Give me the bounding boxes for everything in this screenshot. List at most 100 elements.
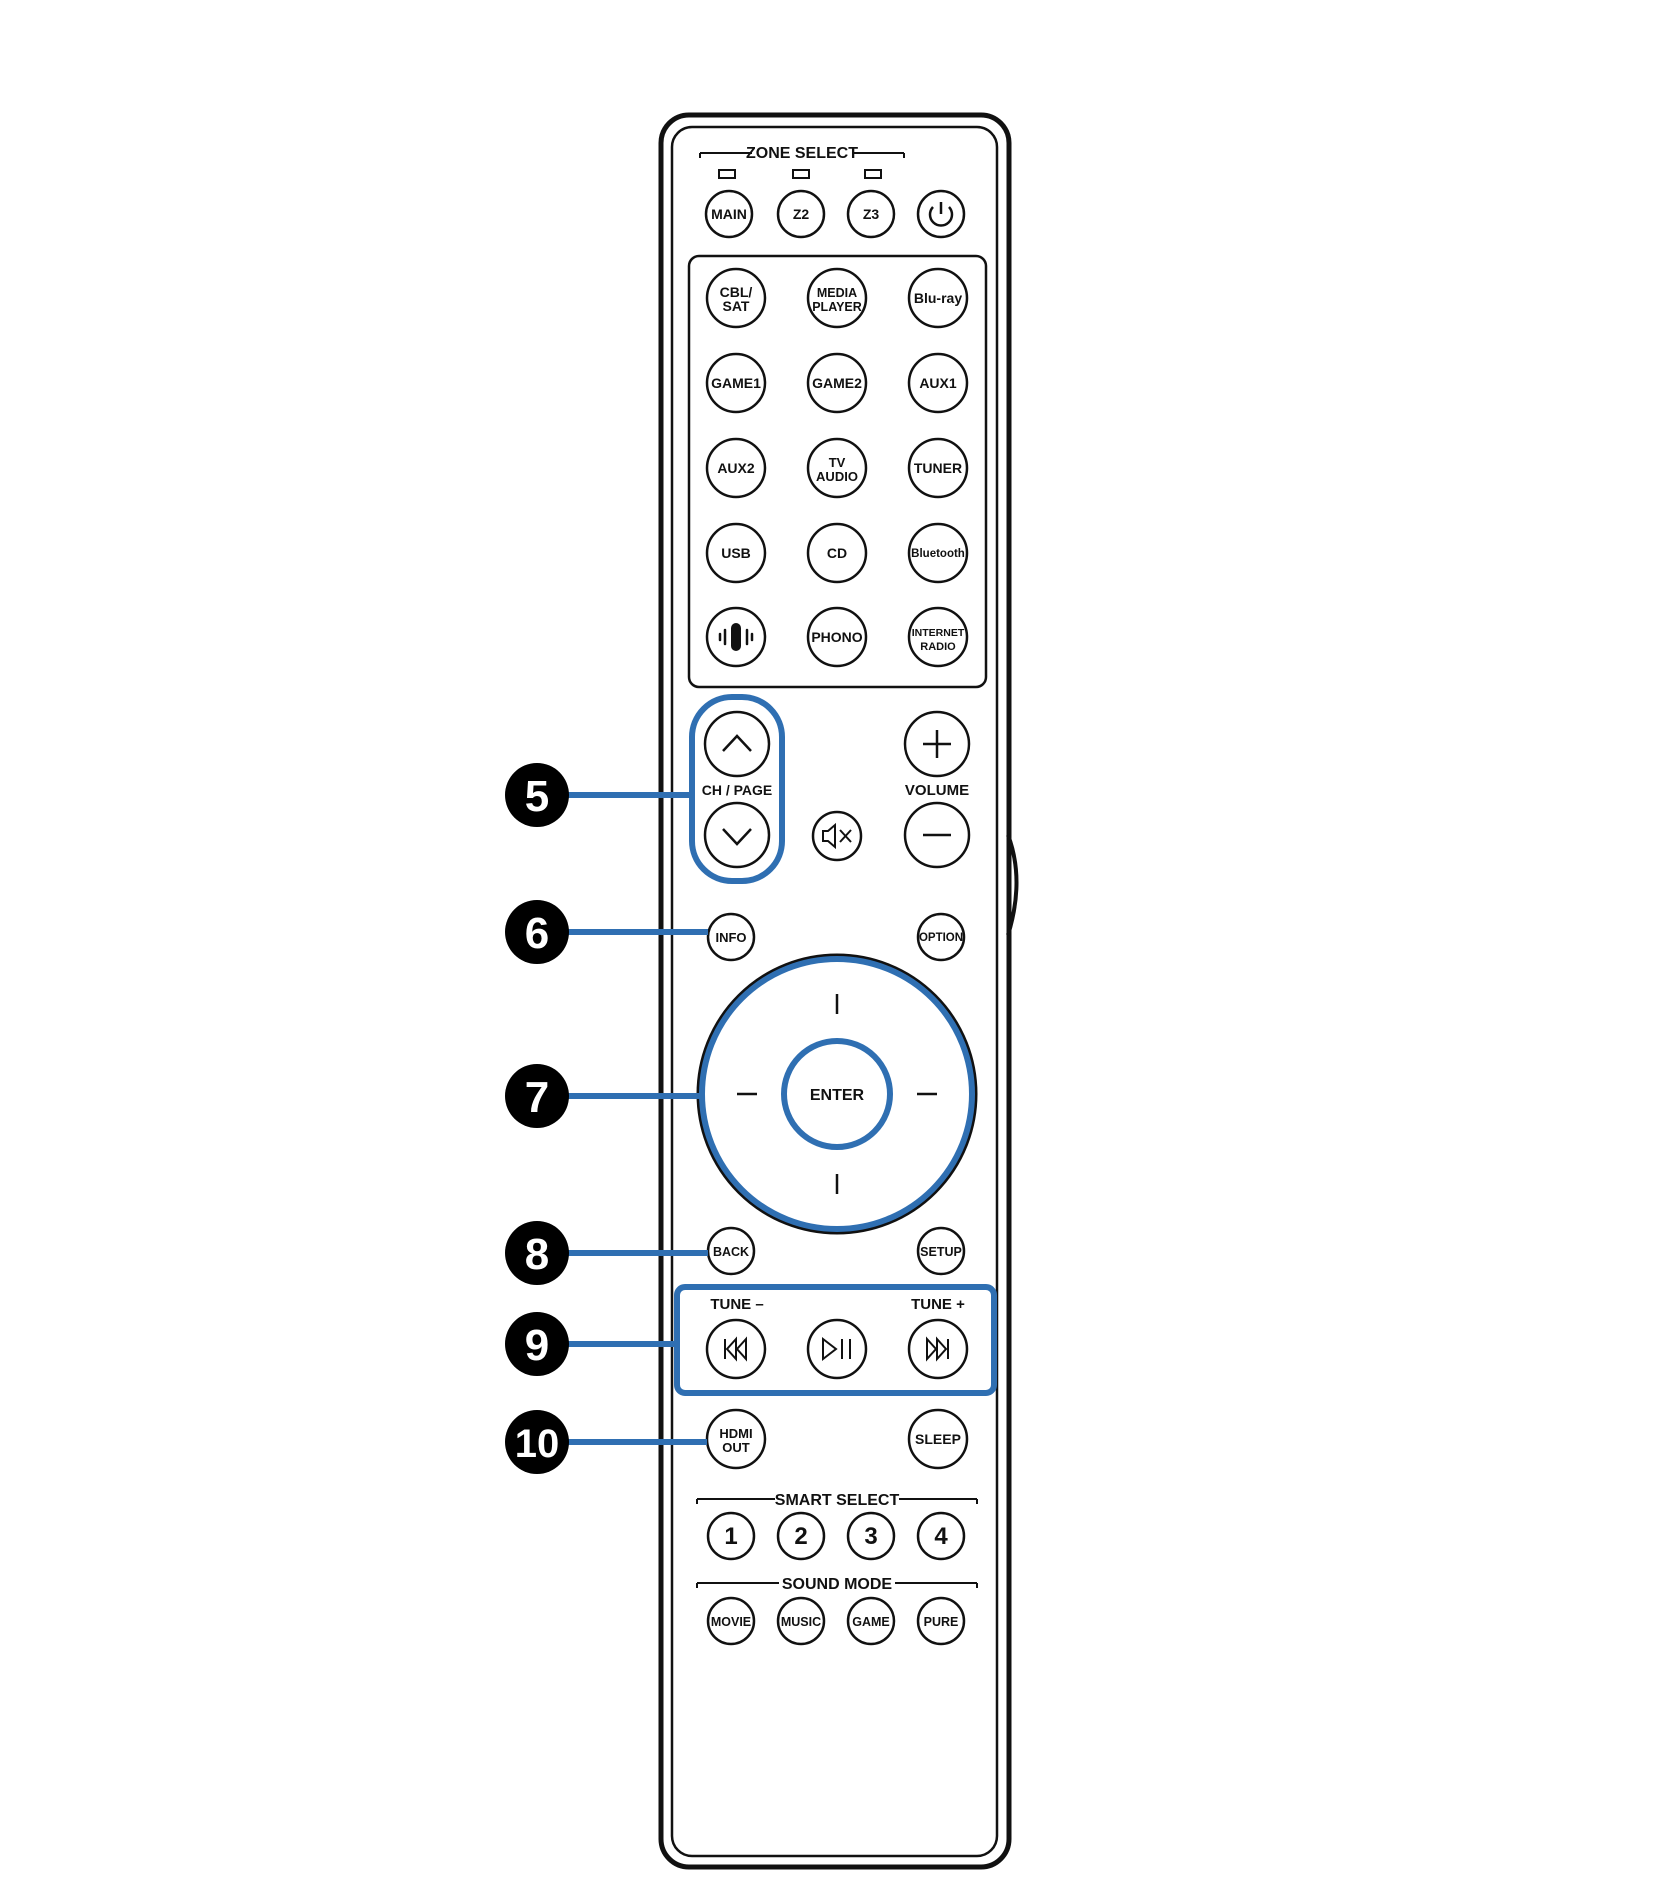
callout-10: 10 xyxy=(505,1410,707,1474)
enter-label: ENTER xyxy=(810,1087,865,1104)
callout-7-number: 7 xyxy=(525,1073,549,1122)
back-button[interactable]: BACK xyxy=(706,1226,756,1276)
tune-plus-label: TUNE + xyxy=(911,1296,965,1313)
cbl-sat-label-line1: CBL/ xyxy=(720,284,753,300)
sleep-button[interactable]: SLEEP xyxy=(907,1408,969,1470)
z3-button-label: Z3 xyxy=(863,206,880,222)
play-pause-button[interactable] xyxy=(806,1318,868,1380)
hdmi-out-label-line1: HDMI xyxy=(719,1426,752,1441)
side-volume-edge xyxy=(1006,834,1019,936)
tuner-label: TUNER xyxy=(914,460,962,476)
callout-8-number: 8 xyxy=(525,1230,549,1279)
bluray-button[interactable]: Blu-ray xyxy=(907,267,969,329)
heos-icon xyxy=(718,623,754,651)
media-player-label-line2: PLAYER xyxy=(812,300,862,314)
aux1-label: AUX1 xyxy=(919,375,957,391)
internet-radio-label-line2: RADIO xyxy=(920,641,956,653)
mute-icon xyxy=(822,822,852,850)
sleep-label: SLEEP xyxy=(915,1431,961,1447)
bluetooth-label: Bluetooth xyxy=(911,548,965,560)
zone-select-section: ZONE SELECT MAIN Z2 Z3 xyxy=(699,145,966,239)
z3-button[interactable]: Z3 xyxy=(846,189,896,239)
zone-select-title: ZONE SELECT xyxy=(746,145,858,162)
usb-button[interactable]: USB xyxy=(705,522,767,584)
chevron-down-icon xyxy=(722,828,752,846)
bluetooth-button[interactable]: Bluetooth xyxy=(907,522,969,584)
ch-page-callout-box xyxy=(689,694,785,884)
cursor-pad: ENTER xyxy=(696,953,978,1235)
game1-label: GAME1 xyxy=(711,375,761,391)
usb-label: USB xyxy=(721,545,751,561)
cbl-sat-button[interactable]: CBL/ SAT xyxy=(705,267,767,329)
enter-button[interactable]: ENTER xyxy=(781,1038,893,1150)
smart-select-1-button[interactable]: 1 xyxy=(706,1511,756,1561)
cd-button[interactable]: CD xyxy=(806,522,868,584)
option-button[interactable]: OPTION xyxy=(916,912,966,962)
ch-page-down-button[interactable] xyxy=(703,801,771,869)
power-icon xyxy=(928,202,954,227)
power-button[interactable] xyxy=(916,189,966,239)
media-player-label-line1: MEDIA xyxy=(817,286,857,300)
zone-z2-indicator xyxy=(792,169,810,179)
tv-audio-label-line1: TV xyxy=(829,455,846,470)
movie-label: MOVIE xyxy=(711,1615,751,1629)
tuner-button[interactable]: TUNER xyxy=(907,437,969,499)
callouts: 5 6 7 8 9 10 xyxy=(505,763,708,1474)
media-player-button[interactable]: MEDIA PLAYER xyxy=(806,267,868,329)
game-button[interactable]: GAME xyxy=(846,1596,896,1646)
tv-audio-button[interactable]: TV AUDIO xyxy=(806,437,868,499)
pure-button[interactable]: PURE xyxy=(916,1596,966,1646)
tune-minus-label: TUNE – xyxy=(710,1296,763,1313)
internet-radio-label-line1: INTERNET xyxy=(912,627,965,639)
hdmi-out-button[interactable]: HDMI OUT xyxy=(705,1408,767,1470)
callout-7: 7 xyxy=(505,1064,702,1128)
smart-select-2-button[interactable]: 2 xyxy=(776,1511,826,1561)
callout-9-number: 9 xyxy=(525,1321,549,1370)
callout-6-number: 6 xyxy=(525,909,549,958)
previous-button[interactable] xyxy=(705,1318,767,1380)
ch-page-label: CH / PAGE xyxy=(702,782,773,798)
aux2-label: AUX2 xyxy=(717,460,755,476)
setup-label: SETUP xyxy=(920,1245,962,1259)
zone-main-indicator xyxy=(718,169,736,179)
internet-radio-button[interactable]: INTERNET RADIO xyxy=(907,606,969,668)
back-label: BACK xyxy=(713,1245,749,1259)
z2-button[interactable]: Z2 xyxy=(776,189,826,239)
sound-mode-title: SOUND MODE xyxy=(782,1576,893,1593)
phono-button[interactable]: PHONO xyxy=(806,606,868,668)
callout-9: 9 xyxy=(505,1312,677,1376)
smart-select-3-button[interactable]: 3 xyxy=(846,1511,896,1561)
callout-8: 8 xyxy=(505,1221,708,1285)
playback-callout-box xyxy=(674,1284,997,1396)
hdmi-out-label-line2: OUT xyxy=(722,1440,750,1455)
game1-button[interactable]: GAME1 xyxy=(705,352,767,414)
main-button-label: MAIN xyxy=(711,206,747,222)
cd-label: CD xyxy=(827,545,847,561)
smart-select-1-label: 1 xyxy=(724,1523,737,1550)
music-button[interactable]: MUSIC xyxy=(776,1596,826,1646)
sound-mode-section: SOUND MODE MOVIE MUSIC GAME PURE xyxy=(696,1576,978,1646)
volume-down-button[interactable] xyxy=(903,801,971,869)
bluray-label: Blu-ray xyxy=(914,290,962,306)
mute-button[interactable] xyxy=(811,810,863,862)
aux1-button[interactable]: AUX1 xyxy=(907,352,969,414)
smart-select-4-button[interactable]: 4 xyxy=(916,1511,966,1561)
setup-button[interactable]: SETUP xyxy=(916,1226,966,1276)
main-button[interactable]: MAIN xyxy=(704,189,754,239)
smart-select-4-label: 4 xyxy=(934,1523,948,1550)
game-label: GAME xyxy=(852,1615,890,1629)
volume-up-button[interactable] xyxy=(903,710,971,778)
movie-button[interactable]: MOVIE xyxy=(706,1596,756,1646)
aux2-button[interactable]: AUX2 xyxy=(705,437,767,499)
tv-audio-label-line2: AUDIO xyxy=(816,469,858,484)
heos-button[interactable] xyxy=(705,606,767,668)
info-button[interactable]: INFO xyxy=(706,912,756,962)
smart-select-3-label: 3 xyxy=(864,1523,877,1550)
play-pause-icon xyxy=(822,1336,851,1362)
game2-button[interactable]: GAME2 xyxy=(806,352,868,414)
ch-page-up-button[interactable] xyxy=(703,710,771,778)
smart-select-2-label: 2 xyxy=(794,1523,807,1550)
next-button[interactable] xyxy=(907,1318,969,1380)
